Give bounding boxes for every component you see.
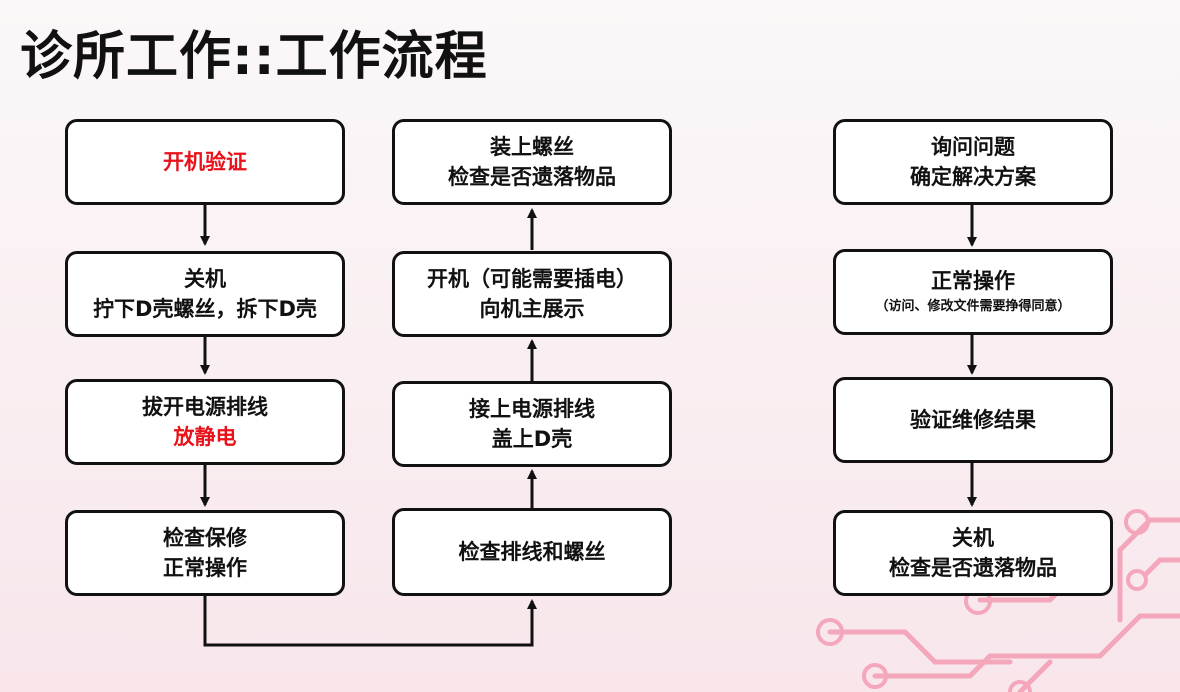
step-power-on-show-owner: 开机（可能需要插电） 向机主展示 bbox=[392, 251, 672, 337]
step-install-screws: 装上螺丝 检查是否遗落物品 bbox=[392, 119, 672, 205]
step-check-cables-screws: 检查排线和螺丝 bbox=[392, 508, 672, 596]
step-power-on-verify: 开机验证 bbox=[65, 119, 345, 205]
step-note: （访问、修改文件需要挣得同意） bbox=[875, 299, 1071, 314]
step-line: 询问问题 bbox=[931, 135, 1015, 159]
step-line: 关机 bbox=[184, 267, 226, 291]
step-check-warranty: 检查保修 正常操作 bbox=[65, 510, 345, 596]
step-line: 检查保修 bbox=[163, 526, 247, 550]
step-line: 盖上D壳 bbox=[491, 427, 573, 451]
step-line: 开机验证 bbox=[163, 150, 247, 174]
step-line: 接上电源排线 bbox=[469, 397, 595, 421]
step-line: 检查排线和螺丝 bbox=[458, 540, 606, 564]
step-line: 确定解决方案 bbox=[910, 165, 1036, 189]
step-line: 关机 bbox=[952, 526, 994, 550]
step-line: 正常操作 bbox=[163, 556, 247, 580]
arrow-b4-m4 bbox=[203, 596, 537, 647]
step-line: 拧下D壳螺丝，拆下D壳 bbox=[93, 297, 317, 321]
step-ask-question: 询问问题 确定解决方案 bbox=[833, 119, 1113, 205]
step-line: 验证维修结果 bbox=[910, 408, 1036, 432]
page-title: 诊所工作::工作流程 bbox=[20, 27, 488, 87]
step-line: 装上螺丝 bbox=[490, 135, 574, 159]
step-unplug-discharge: 拔开电源排线 放静电 bbox=[65, 379, 345, 465]
step-line: 检查是否遗落物品 bbox=[889, 556, 1057, 580]
step-line: 放静电 bbox=[173, 425, 237, 449]
step-normal-operation: 正常操作 （访问、修改文件需要挣得同意） bbox=[833, 249, 1113, 335]
step-shutdown-check: 关机 检查是否遗落物品 bbox=[833, 510, 1113, 596]
step-line: 开机（可能需要插电） bbox=[427, 267, 637, 291]
step-line: 拔开电源排线 bbox=[142, 395, 268, 419]
step-line: 正常操作 bbox=[931, 269, 1015, 293]
step-line: 向机主展示 bbox=[479, 297, 585, 321]
step-line: 检查是否遗落物品 bbox=[448, 165, 616, 189]
step-shutdown-remove-d-cover: 关机 拧下D壳螺丝，拆下D壳 bbox=[65, 251, 345, 337]
step-verify-repair: 验证维修结果 bbox=[833, 377, 1113, 463]
step-connect-cover: 接上电源排线 盖上D壳 bbox=[392, 381, 672, 467]
